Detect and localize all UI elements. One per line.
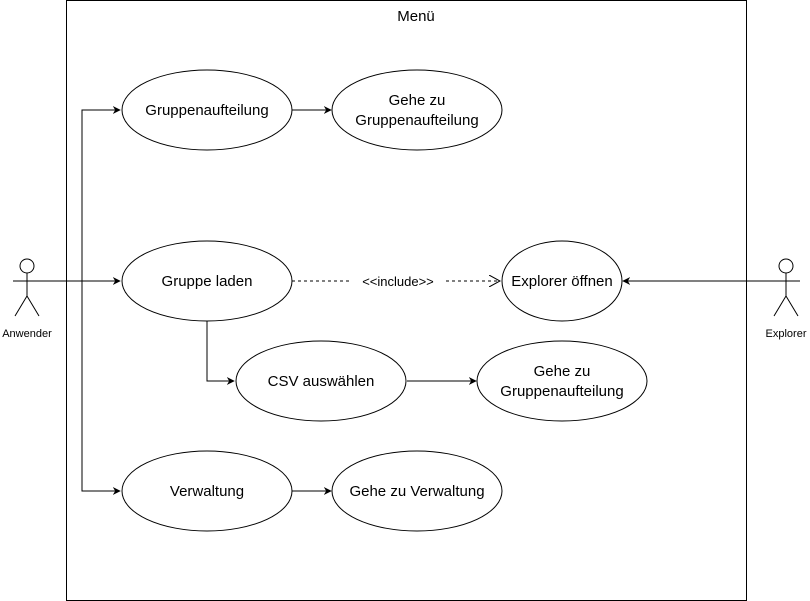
actor-body [13, 273, 41, 317]
use-case-label: Explorer öffnen [511, 273, 612, 290]
use-case-ellipse [121, 240, 293, 322]
use-case-gruppenaufteilung: Gruppenaufteilung [121, 69, 293, 151]
use-case-label: CSV auswählen [268, 373, 375, 390]
edge-gruppe-laden-csv [206, 321, 235, 385]
edge-anwender-gruppenaufteilung [81, 106, 121, 281]
use-case-ellipse [235, 340, 407, 422]
edge-anwender-verwaltung [81, 281, 121, 495]
use-case-label: Gruppenaufteilung [145, 102, 268, 119]
use-case-gehe-zu-gruppenaufteilung-1: Gehe zu Gruppenaufteilung [331, 69, 503, 151]
use-case-label: Verwaltung [170, 483, 244, 500]
connectors [40, 106, 782, 495]
use-case-verwaltung: Verwaltung [121, 450, 293, 532]
actor-explorer [772, 258, 800, 317]
use-case-label: Gehe zu Verwaltung [349, 483, 484, 500]
actor-body [772, 273, 800, 317]
use-case-gehe-zu-verwaltung: Gehe zu Verwaltung [331, 450, 503, 532]
actor-head [778, 258, 794, 274]
use-case-csv-auswaehlen: CSV auswählen [235, 340, 407, 422]
use-case-ellipse [331, 69, 503, 151]
use-case-ellipse [331, 450, 503, 532]
system-title: Menü [397, 8, 435, 25]
use-case-label: Gruppe laden [162, 273, 253, 290]
use-case-explorer-oeffnen: Explorer öffnen [501, 240, 623, 322]
actor-anwender [13, 258, 41, 317]
use-case-ellipse [121, 450, 293, 532]
use-case-gehe-zu-gruppenaufteilung-2: Gehe zu Gruppenaufteilung [476, 340, 648, 422]
use-case-gruppe-laden: Gruppe laden [121, 240, 293, 322]
include-label: <<include>> [362, 274, 434, 289]
use-case-ellipse [121, 69, 293, 151]
use-case-label-line-2: Gruppenaufteilung [500, 383, 623, 400]
use-case-label-line-1: Gehe zu [534, 363, 591, 380]
actor-anwender-label: Anwender [2, 328, 52, 340]
use-case-label-line-1: Gehe zu [389, 92, 446, 109]
use-case-ellipse [476, 340, 648, 422]
use-case-label-line-2: Gruppenaufteilung [355, 112, 478, 129]
actor-head [19, 258, 35, 274]
use-case-ellipse [501, 240, 623, 322]
actor-explorer-label: Explorer [766, 328, 807, 340]
